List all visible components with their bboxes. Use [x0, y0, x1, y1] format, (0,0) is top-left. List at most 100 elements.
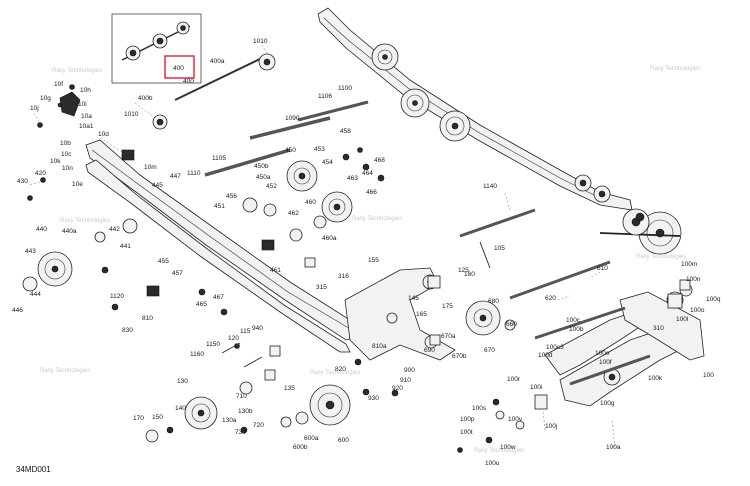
callout-label: 1010 — [124, 111, 139, 118]
callout-label: 1140 — [483, 183, 497, 190]
callout-label: 441 — [120, 243, 131, 250]
callout-label: 610 — [597, 265, 608, 272]
callout-label: 315 — [316, 284, 327, 291]
callout-label: 100s — [472, 405, 487, 412]
callout-label: 456 — [226, 193, 237, 200]
callout-label: 100c3 — [546, 344, 564, 351]
callout-label: 451 — [214, 203, 225, 210]
callout-label: 100n — [686, 276, 701, 283]
callout-label: 1110 — [187, 170, 201, 177]
callout-label: 120 — [228, 335, 239, 342]
callout-label: 100i — [530, 384, 542, 391]
callout-label: 100c — [566, 317, 581, 324]
callout-label: 420 — [35, 170, 46, 177]
callout-label: 1120 — [110, 293, 124, 300]
highlighted-callout: 400 — [173, 65, 184, 72]
callout-label: 940 — [252, 325, 263, 332]
callout-label: 810 — [142, 315, 153, 322]
callout-label: 830 — [122, 327, 133, 334]
callout-labels: 1010 400a 400 400b 1010 10f 10g 10h 10i … — [12, 38, 721, 467]
callout-label: 310 — [653, 325, 664, 332]
callout-label: 600b — [293, 444, 308, 451]
callout-label: 10n — [62, 165, 73, 172]
callout-label: 165 — [416, 311, 427, 318]
callout-label: 660 — [506, 321, 517, 328]
watermark-text: Rasy Technologies — [474, 448, 524, 454]
diagram-code: 34MD001 — [16, 465, 51, 474]
callout-label: 100t — [460, 429, 473, 436]
callout-label: 150 — [152, 414, 163, 421]
callout-label: 175 — [442, 303, 453, 310]
callout-label: 10a1 — [79, 123, 94, 130]
callout-label: 100 — [703, 372, 714, 379]
callout-label: 1150 — [206, 341, 220, 348]
callout-label: 920 — [392, 385, 403, 392]
callout-label: 1105 — [212, 155, 226, 162]
callout-label: 1090 — [285, 115, 300, 122]
callout-label: 930 — [368, 395, 379, 402]
callout-label: 460a — [322, 235, 337, 242]
callout-label: 690 — [424, 347, 435, 354]
callout-label: 10d — [98, 131, 109, 138]
watermark-layer: Rasy Technologies Rasy Technologies Rasy… — [40, 66, 700, 454]
callout-label: 453 — [314, 146, 325, 153]
callout-label: 100p — [460, 416, 475, 423]
callout-label: 100j — [545, 423, 557, 430]
callout-label: 180 — [464, 271, 475, 278]
callout-label: 316 — [338, 273, 349, 280]
callout-label: 443 — [25, 248, 36, 255]
callout-label: 115 — [240, 328, 251, 335]
callout-label: 468 — [374, 157, 385, 164]
callout-label: 130 — [177, 378, 188, 385]
lower-rail — [85, 139, 361, 353]
callout-label: 462 — [288, 210, 299, 217]
callout-label: 460 — [305, 199, 316, 206]
callout-label: 465 — [196, 301, 207, 308]
callout-label: 458 — [340, 128, 351, 135]
callout-label: 442 — [109, 226, 120, 233]
callout-label: 454 — [322, 159, 333, 166]
callout-label: 450a — [256, 174, 271, 181]
callout-label: 155 — [368, 257, 379, 264]
callout-label: 100g — [600, 400, 615, 407]
hardware — [27, 84, 691, 453]
callout-label: 820 — [335, 366, 346, 373]
callout-label: 10c — [61, 151, 72, 158]
callout-label: 145 — [408, 295, 419, 302]
callout-label: 910 — [400, 377, 411, 384]
callout-label: 100r — [507, 376, 521, 383]
callout-label: 452 — [266, 183, 277, 190]
leader-lines — [29, 44, 616, 448]
callout-label: 400b — [138, 95, 153, 102]
callout-label: 810a — [372, 343, 387, 350]
callout-label: 720 — [253, 422, 264, 429]
callout-label: 670a — [441, 333, 456, 340]
callout-label: 170 — [133, 415, 144, 422]
callout-label: 105 — [494, 245, 505, 252]
callout-label: 457 — [172, 270, 183, 277]
callout-label: 100w — [500, 444, 516, 451]
callout-label: 100d — [538, 352, 553, 359]
callout-label: 670b — [452, 353, 467, 360]
shafts — [174, 57, 651, 386]
callout-label: 100b — [569, 326, 584, 333]
callout-label: 100l — [676, 316, 689, 323]
callout-label: 10a — [81, 113, 92, 120]
callout-label: 100q — [706, 296, 721, 303]
callout-label: 100o — [690, 307, 705, 314]
callout-label: 10i — [78, 101, 87, 108]
callout-label: 447 — [170, 173, 181, 180]
upper-rail — [317, 7, 682, 255]
callout-label: 10b — [60, 140, 71, 147]
callout-label: 10e — [72, 181, 83, 188]
callout-label: 445 — [152, 182, 163, 189]
callout-label: 444 — [30, 291, 41, 298]
callout-label: 130a — [222, 417, 237, 424]
callout-label: 100a — [606, 444, 621, 451]
callout-label: 446 — [12, 307, 23, 314]
callout-label: 100k — [648, 375, 663, 382]
callout-label: 100m — [681, 261, 697, 268]
callout-label: 10m — [144, 164, 157, 171]
callout-label: 900 — [404, 367, 415, 374]
